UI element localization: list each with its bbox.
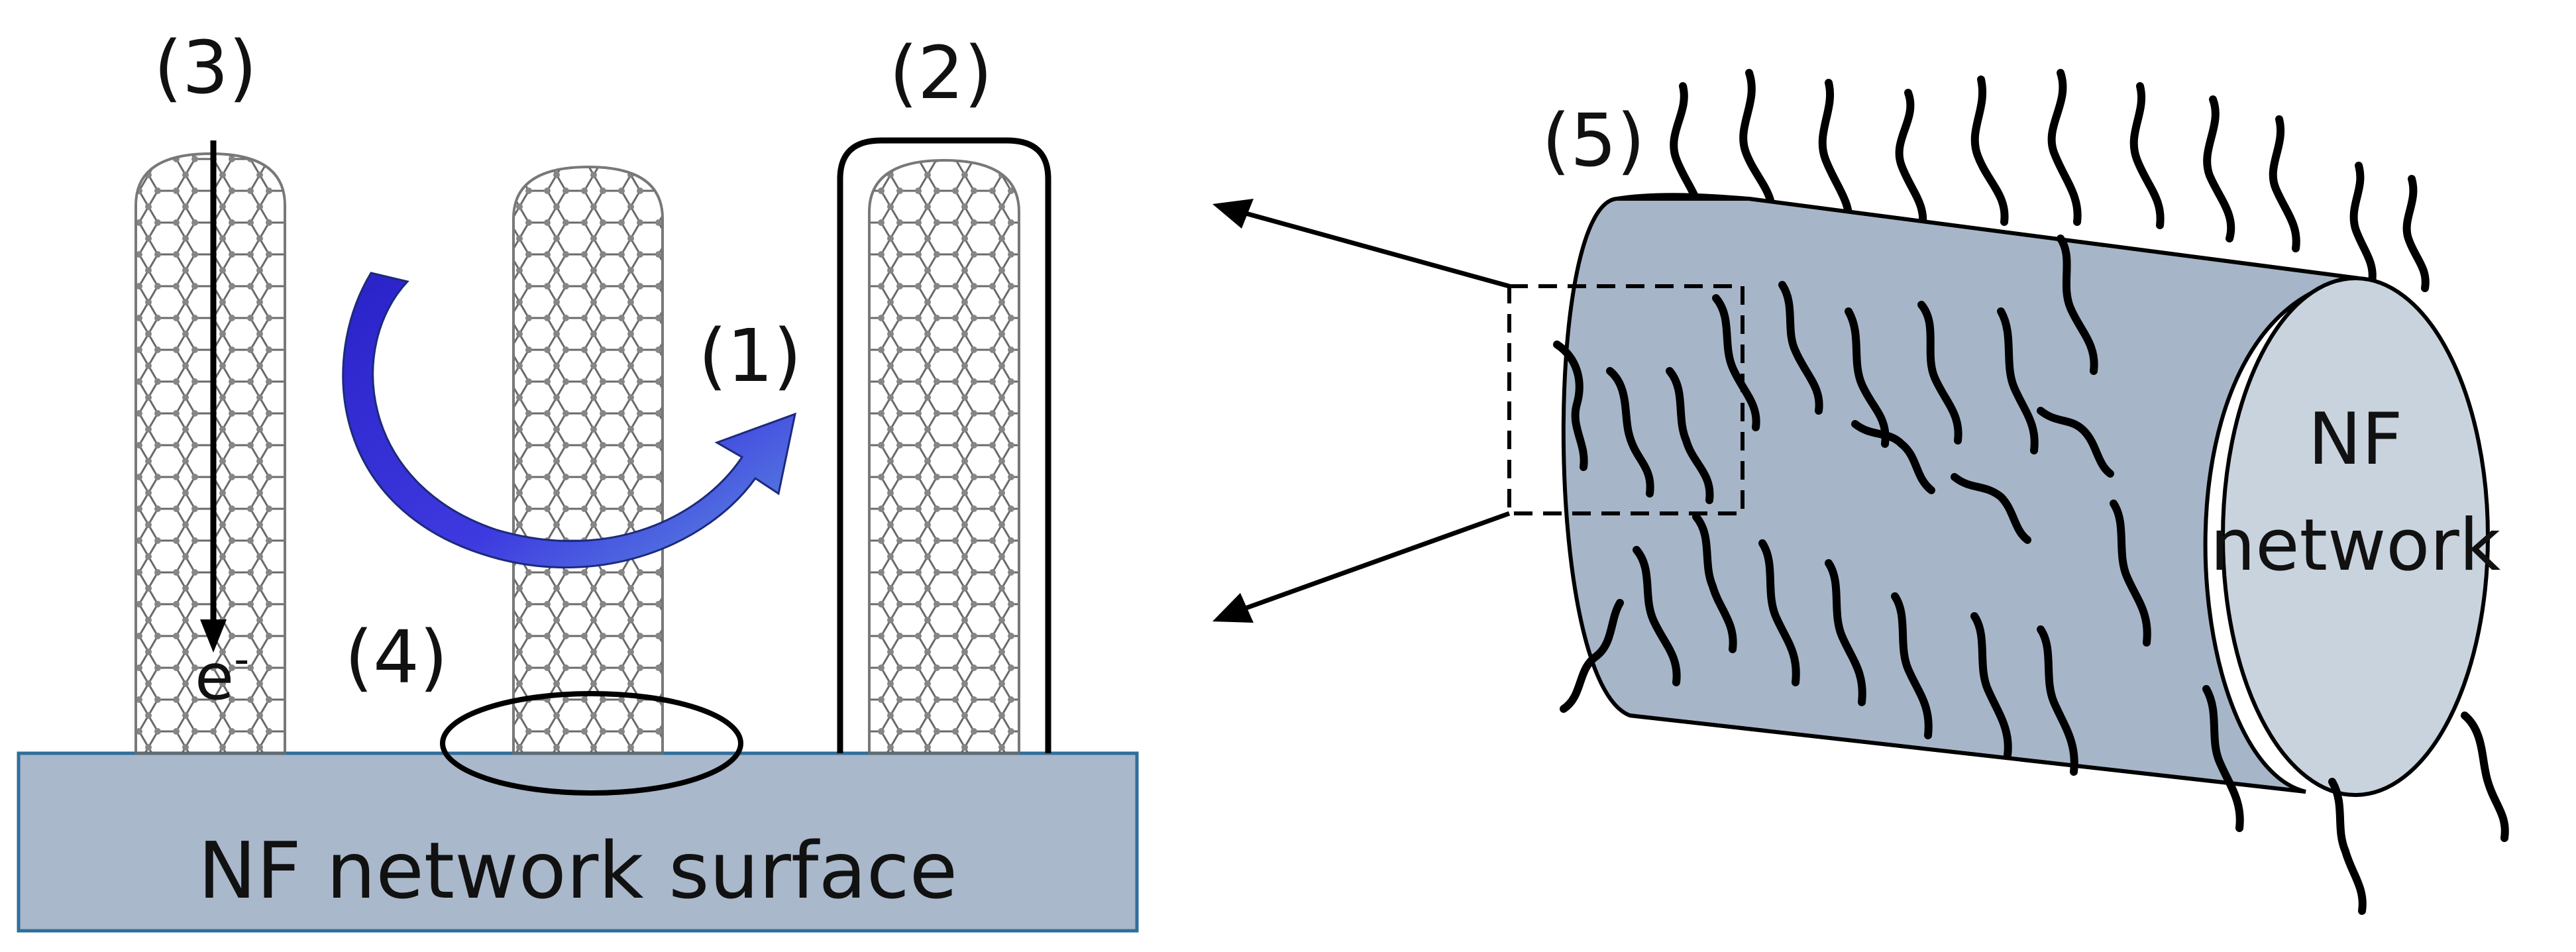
step-3-label: (3): [154, 25, 257, 110]
interface-ellipse: [440, 691, 743, 796]
step-1-label: (1): [698, 313, 802, 398]
fiber-body: [1561, 197, 2359, 794]
surface-label: NF network surface: [198, 825, 957, 916]
step-2-label: (2): [889, 30, 993, 115]
step-4-label: (4): [345, 615, 448, 700]
fiber-end-cap: [2221, 276, 2490, 797]
coated-carbon-nanotube-icon: [837, 137, 1051, 755]
nf-network-surface: [17, 751, 1139, 933]
left-panel: NF network surface e- (3) (2): [17, 25, 1139, 933]
fiber-end-label-line1: NF: [2308, 398, 2403, 481]
polymer-chain-icon: [1670, 69, 2430, 292]
step-5-label: (5): [1542, 98, 1645, 183]
zoom-connector-arrows: [1212, 199, 1511, 623]
curved-arrow-icon: [342, 272, 797, 569]
zoom-selection-box: [1507, 284, 1744, 515]
electron-label: e-: [195, 635, 249, 714]
coating-outline: [837, 137, 1051, 753]
carbon-nanotube-icon: [512, 165, 664, 755]
polymer-chain-icon: [1553, 235, 2509, 915]
fiber-end-label-line2: network: [2210, 504, 2501, 587]
electron-transfer-arrow: [200, 140, 227, 653]
right-panel: NF network: [1507, 69, 2509, 915]
